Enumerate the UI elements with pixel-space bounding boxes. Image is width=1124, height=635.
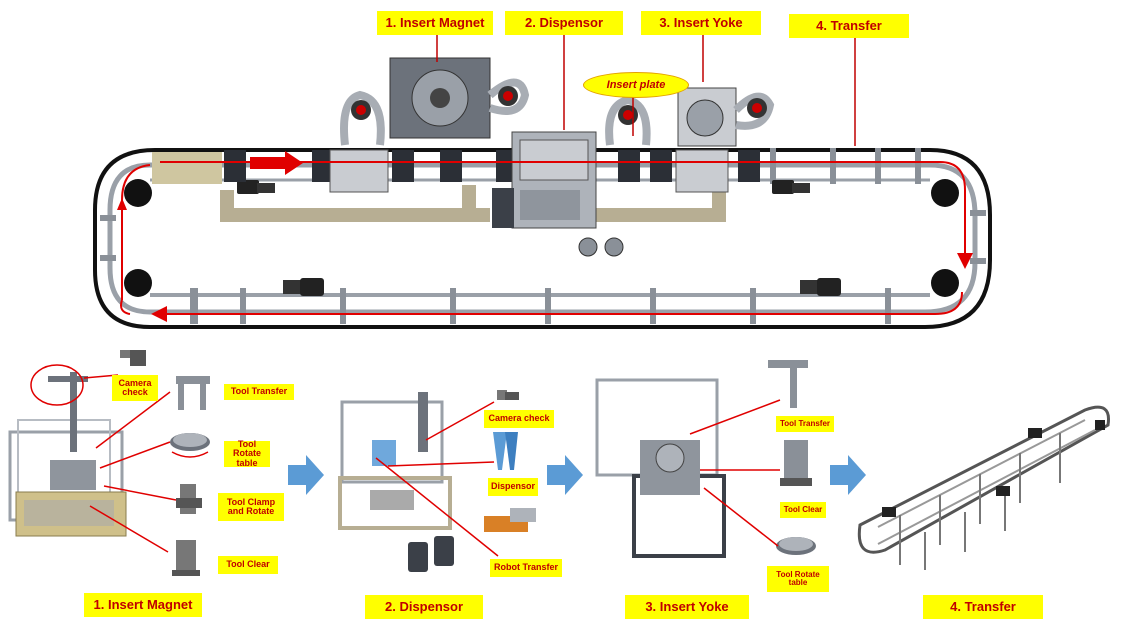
station1-tools xyxy=(120,350,210,576)
conveyor-loop xyxy=(93,148,992,329)
callout-tool-rotate-table: Tool Rotate table xyxy=(224,439,270,467)
insert-plate-callout: Insert plate xyxy=(583,72,689,98)
next-step-arrow-icon xyxy=(547,455,583,495)
next-step-arrow-icon xyxy=(288,455,324,495)
flow-path xyxy=(117,151,973,322)
station3-machine xyxy=(595,378,726,558)
layout-station-insert-yoke xyxy=(605,87,775,193)
layout-station-dispensor xyxy=(492,131,624,257)
station3-leaders xyxy=(689,399,781,547)
station1-machine xyxy=(8,364,127,537)
station-label-insert-yoke: 3. Insert Yoke xyxy=(625,595,749,619)
callout-tool-clear: Tool Clear xyxy=(780,502,826,518)
layout-leaders xyxy=(436,35,856,146)
next-step-arrow-icon xyxy=(830,455,866,495)
callout-tool-transfer: Tool Transfer xyxy=(776,416,834,432)
callout-camera-check: Camera check xyxy=(484,410,554,428)
callout-tool-clamp-rotate: Tool Clamp and Rotate xyxy=(218,493,284,521)
station3-tools xyxy=(768,360,816,555)
station-label-dispensor: 2. Dispensor xyxy=(365,595,483,619)
layout-station-insert-magnet xyxy=(329,57,530,193)
direction-arrow-icon xyxy=(250,151,303,175)
station2-machine xyxy=(338,392,454,572)
callout-tool-rotate-table: Tool Rotate table xyxy=(767,566,829,592)
callout-camera-check: Camera check xyxy=(112,375,158,401)
callout-tool-clear: Tool Clear xyxy=(218,556,278,574)
station-label-insert-magnet: 1. Insert Magnet xyxy=(84,593,202,617)
layout-label-insert-magnet: 1. Insert Magnet xyxy=(377,11,493,35)
camera-highlight-circle xyxy=(30,364,84,406)
station4-carriers xyxy=(882,420,1105,517)
station4-transfer-conveyor xyxy=(857,405,1111,570)
layout-label-dispensor: 2. Dispensor xyxy=(505,11,623,35)
callout-robot-transfer: Robot Transfer xyxy=(490,559,562,577)
callout-tool-transfer: Tool Transfer xyxy=(224,384,294,400)
layout-label-insert-yoke: 3. Insert Yoke xyxy=(641,11,761,35)
station-label-transfer: 4. Transfer xyxy=(923,595,1043,619)
layout-label-transfer: 4. Transfer xyxy=(789,14,909,38)
support-frame xyxy=(152,152,726,222)
station2-leaders xyxy=(375,401,499,557)
station1-leaders xyxy=(83,374,177,553)
station2-tools xyxy=(484,390,536,532)
callout-dispensor: Dispensor xyxy=(488,478,538,496)
